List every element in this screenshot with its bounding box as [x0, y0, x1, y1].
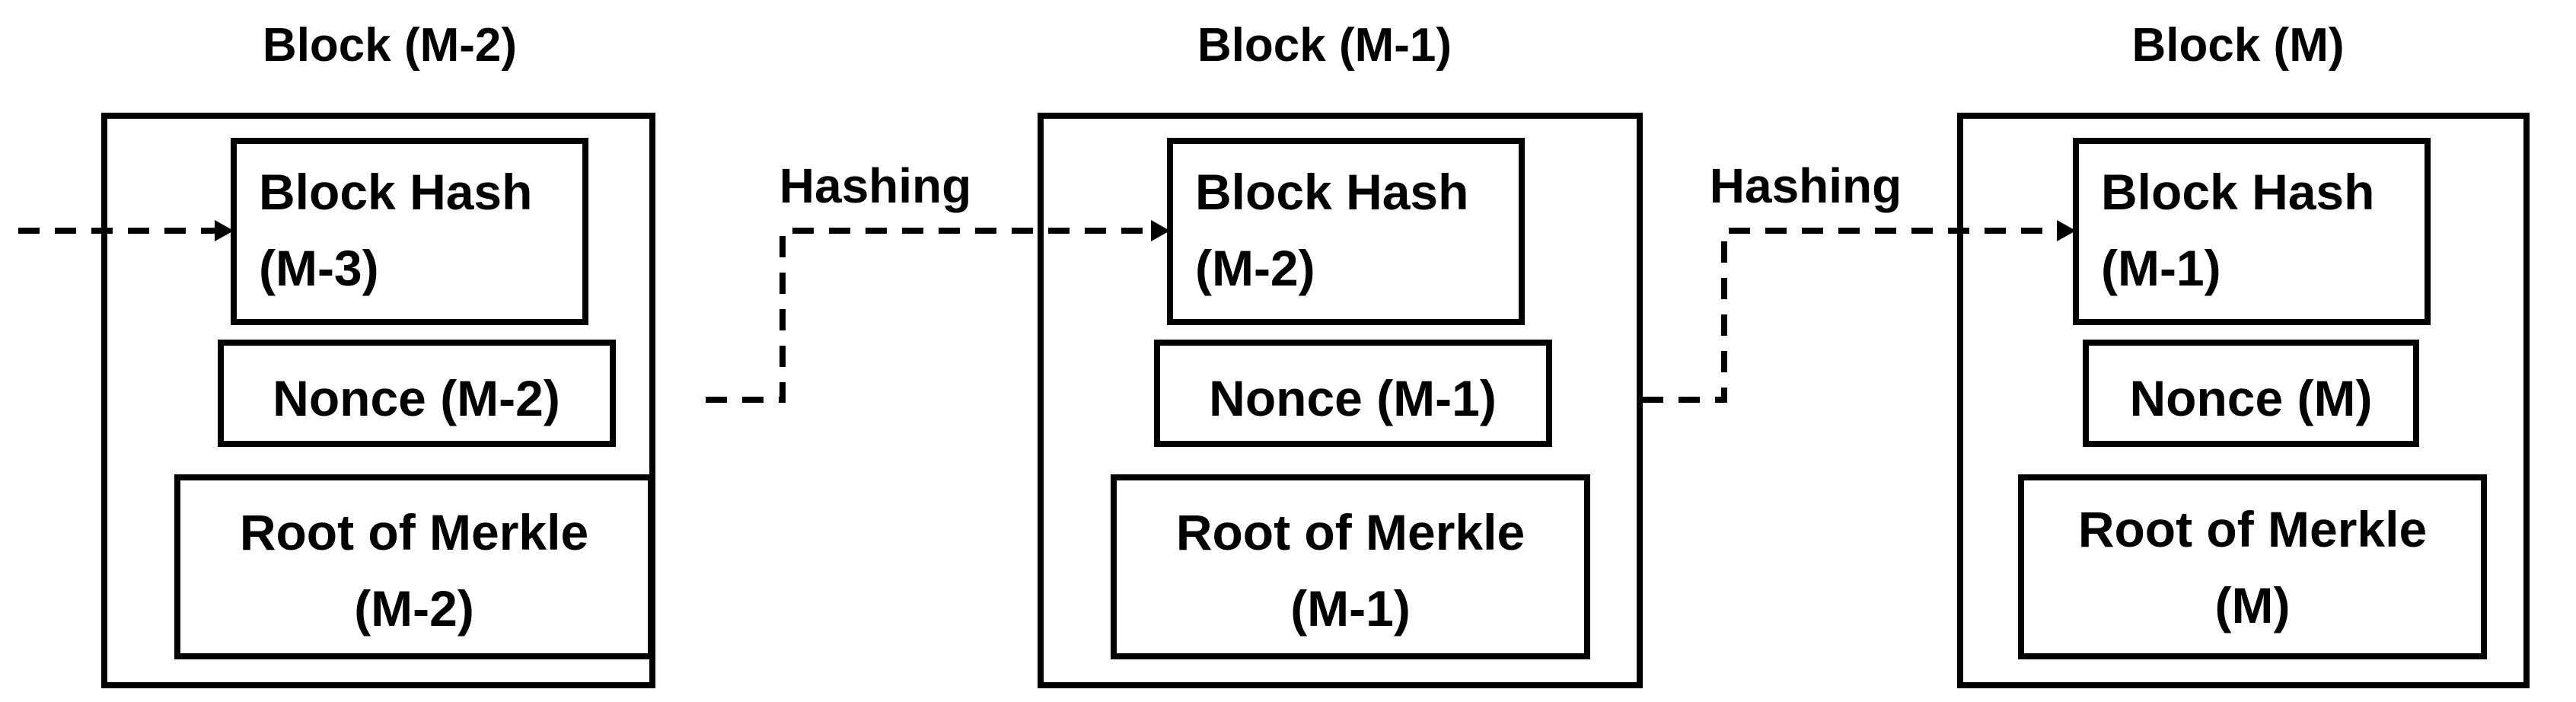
block-hash-ref: (M-3)	[259, 240, 379, 296]
hashing-link-1: Hashing	[706, 158, 1170, 403]
block-title: Block (M-2)	[263, 19, 517, 72]
merkle-root-box: Root of Merkle (M-1)	[1111, 474, 1590, 659]
nonce-box: Nonce (M)	[2083, 340, 2419, 447]
arrow-head	[2057, 220, 2076, 241]
nonce-label: Nonce (M-2)	[273, 370, 560, 426]
block-hash-ref: (M-1)	[2101, 240, 2221, 296]
block-hash-ref: (M-2)	[1195, 240, 1315, 296]
merkle-root-box: Root of Merkle (M-2)	[174, 474, 654, 659]
merkle-root-label: Root of Merkle	[2078, 501, 2427, 557]
block-m: Block (M) Block Hash (M-1) Nonce (M) Roo…	[1957, 19, 2530, 688]
arrow-head	[1151, 220, 1170, 241]
merkle-root-label: Root of Merkle	[1176, 504, 1525, 560]
block-m-1: Block (M-1) Block Hash (M-2) Nonce (M-1)…	[1038, 19, 1643, 688]
arrow-head	[215, 220, 234, 241]
nonce-label: Nonce (M)	[2130, 370, 2373, 426]
merkle-root-ref: (M-2)	[354, 580, 474, 637]
merkle-root-ref: (M)	[2215, 577, 2291, 633]
hashing-link-2: Hashing	[1642, 158, 2076, 403]
hashing-label: Hashing	[779, 158, 971, 213]
merkle-root-ref: (M-1)	[1290, 580, 1411, 637]
block-hash-label: Block Hash	[2101, 164, 2374, 220]
block-hash-box: Block Hash (M-1)	[2073, 138, 2431, 325]
nonce-box: Nonce (M-1)	[1154, 340, 1552, 447]
incoming-hash-arrow	[18, 220, 234, 241]
block-frame	[1038, 113, 1643, 688]
block-hash-box: Block Hash (M-3)	[231, 138, 588, 325]
block-hash-label: Block Hash	[259, 164, 532, 220]
nonce-label: Nonce (M-1)	[1209, 370, 1497, 426]
block-hash-label: Block Hash	[1195, 164, 1468, 220]
block-title: Block (M)	[2132, 19, 2345, 72]
block-frame	[101, 113, 655, 688]
merkle-root-box: Root of Merkle (M)	[2018, 474, 2487, 659]
merkle-root-label: Root of Merkle	[240, 504, 588, 560]
block-hash-box: Block Hash (M-2)	[1167, 138, 1525, 325]
block-title: Block (M-1)	[1197, 19, 1452, 72]
nonce-box: Nonce (M-2)	[218, 340, 616, 447]
hashing-label: Hashing	[1710, 158, 1902, 213]
block-frame	[1957, 113, 2530, 688]
block-m-2: Block (M-2) Block Hash (M-3) Nonce (M-2)…	[101, 19, 655, 688]
